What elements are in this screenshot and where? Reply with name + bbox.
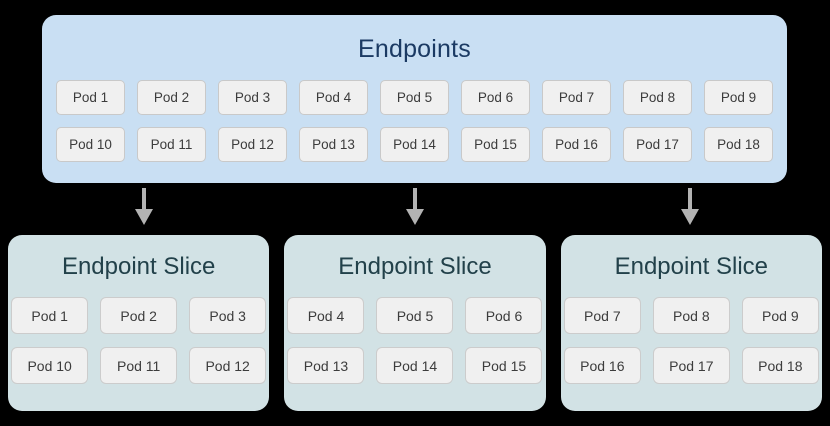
pod-chip[interactable]: Pod 4 (299, 80, 368, 115)
pod-chip[interactable]: Pod 3 (218, 80, 287, 115)
pod-chip[interactable]: Pod 13 (287, 347, 365, 384)
pod-chip[interactable]: Pod 14 (380, 127, 449, 162)
slice-pod-row: Pod 4 Pod 5 Pod 6 (284, 297, 545, 334)
arrow-shaft (413, 188, 417, 212)
slice-pod-row: Pod 1 Pod 2 Pod 3 (8, 297, 269, 334)
pod-chip[interactable]: Pod 5 (376, 297, 454, 334)
pod-chip[interactable]: Pod 8 (623, 80, 692, 115)
endpoints-pod-grid: Pod 1 Pod 2 Pod 3 Pod 4 Pod 5 Pod 6 Pod … (42, 80, 787, 174)
pod-chip[interactable]: Pod 9 (704, 80, 773, 115)
slice-pod-row: Pod 13 Pod 14 Pod 15 (284, 347, 545, 384)
slice-pod-row: Pod 7 Pod 8 Pod 9 (561, 297, 822, 334)
pod-chip[interactable]: Pod 6 (465, 297, 543, 334)
endpoint-slice-panel-3: Endpoint Slice Pod 7 Pod 8 Pod 9 Pod 16 … (560, 235, 822, 411)
pod-chip[interactable]: Pod 2 (137, 80, 206, 115)
pod-chip[interactable]: Pod 10 (56, 127, 125, 162)
endpoint-slice-title: Endpoint Slice (61, 253, 216, 280)
pod-chip[interactable]: Pod 7 (542, 80, 611, 115)
pod-chip[interactable]: Pod 15 (461, 127, 530, 162)
arrow-head (135, 209, 153, 225)
endpoints-pod-row: Pod 1 Pod 2 Pod 3 Pod 4 Pod 5 Pod 6 Pod … (42, 80, 787, 115)
endpoint-slice-title: Endpoint Slice (614, 253, 769, 280)
slice-pod-grid: Pod 1 Pod 2 Pod 3 Pod 10 Pod 11 Pod 12 (8, 297, 269, 397)
arrow-down-icon (678, 188, 702, 225)
endpoint-slice-panel-2: Endpoint Slice Pod 4 Pod 5 Pod 6 Pod 13 … (284, 235, 546, 411)
arrow-down-icon (132, 188, 156, 225)
arrow-down-icon (403, 188, 427, 225)
endpoints-pod-row: Pod 10 Pod 11 Pod 12 Pod 13 Pod 14 Pod 1… (42, 127, 787, 162)
endpoint-slice-panel-1: Endpoint Slice Pod 1 Pod 2 Pod 3 Pod 10 … (8, 235, 270, 411)
pod-chip[interactable]: Pod 2 (100, 297, 178, 334)
endpoint-slice-title: Endpoint Slice (338, 253, 492, 280)
endpoints-panel: Endpoints Pod 1 Pod 2 Pod 3 Pod 4 Pod 5 … (42, 15, 787, 183)
pod-chip[interactable]: Pod 1 (11, 297, 89, 334)
slice-pod-row: Pod 10 Pod 11 Pod 12 (8, 347, 269, 384)
pod-chip[interactable]: Pod 4 (287, 297, 365, 334)
pod-chip[interactable]: Pod 16 (563, 347, 641, 384)
slice-pod-grid: Pod 4 Pod 5 Pod 6 Pod 13 Pod 14 Pod 15 (284, 297, 545, 397)
arrow-head (406, 209, 424, 225)
pod-chip[interactable]: Pod 5 (380, 80, 449, 115)
pod-chip[interactable]: Pod 8 (652, 297, 730, 334)
pod-chip[interactable]: Pod 17 (652, 347, 730, 384)
pod-chip[interactable]: Pod 15 (465, 347, 543, 384)
pod-chip[interactable]: Pod 16 (542, 127, 611, 162)
pod-chip[interactable]: Pod 18 (741, 347, 819, 384)
endpoints-title: Endpoints (358, 35, 471, 63)
pod-chip[interactable]: Pod 1 (56, 80, 125, 115)
pod-chip[interactable]: Pod 11 (137, 127, 206, 162)
endpoint-slices-row: Endpoint Slice Pod 1 Pod 2 Pod 3 Pod 10 … (8, 235, 822, 411)
pod-chip[interactable]: Pod 18 (704, 127, 773, 162)
arrow-shaft (688, 188, 692, 212)
pod-chip[interactable]: Pod 12 (218, 127, 287, 162)
pod-chip[interactable]: Pod 3 (189, 297, 267, 334)
pod-chip[interactable]: Pod 17 (623, 127, 692, 162)
pod-chip[interactable]: Pod 12 (189, 347, 267, 384)
arrow-shaft (142, 188, 146, 212)
slice-pod-row: Pod 16 Pod 17 Pod 18 (561, 347, 822, 384)
pod-chip[interactable]: Pod 13 (299, 127, 368, 162)
pod-chip[interactable]: Pod 11 (100, 347, 178, 384)
pod-chip[interactable]: Pod 6 (461, 80, 530, 115)
pod-chip[interactable]: Pod 14 (376, 347, 454, 384)
arrow-head (681, 209, 699, 225)
pod-chip[interactable]: Pod 7 (563, 297, 641, 334)
pod-chip[interactable]: Pod 9 (741, 297, 819, 334)
pod-chip[interactable]: Pod 10 (11, 347, 89, 384)
slice-pod-grid: Pod 7 Pod 8 Pod 9 Pod 16 Pod 17 Pod 18 (561, 297, 822, 397)
